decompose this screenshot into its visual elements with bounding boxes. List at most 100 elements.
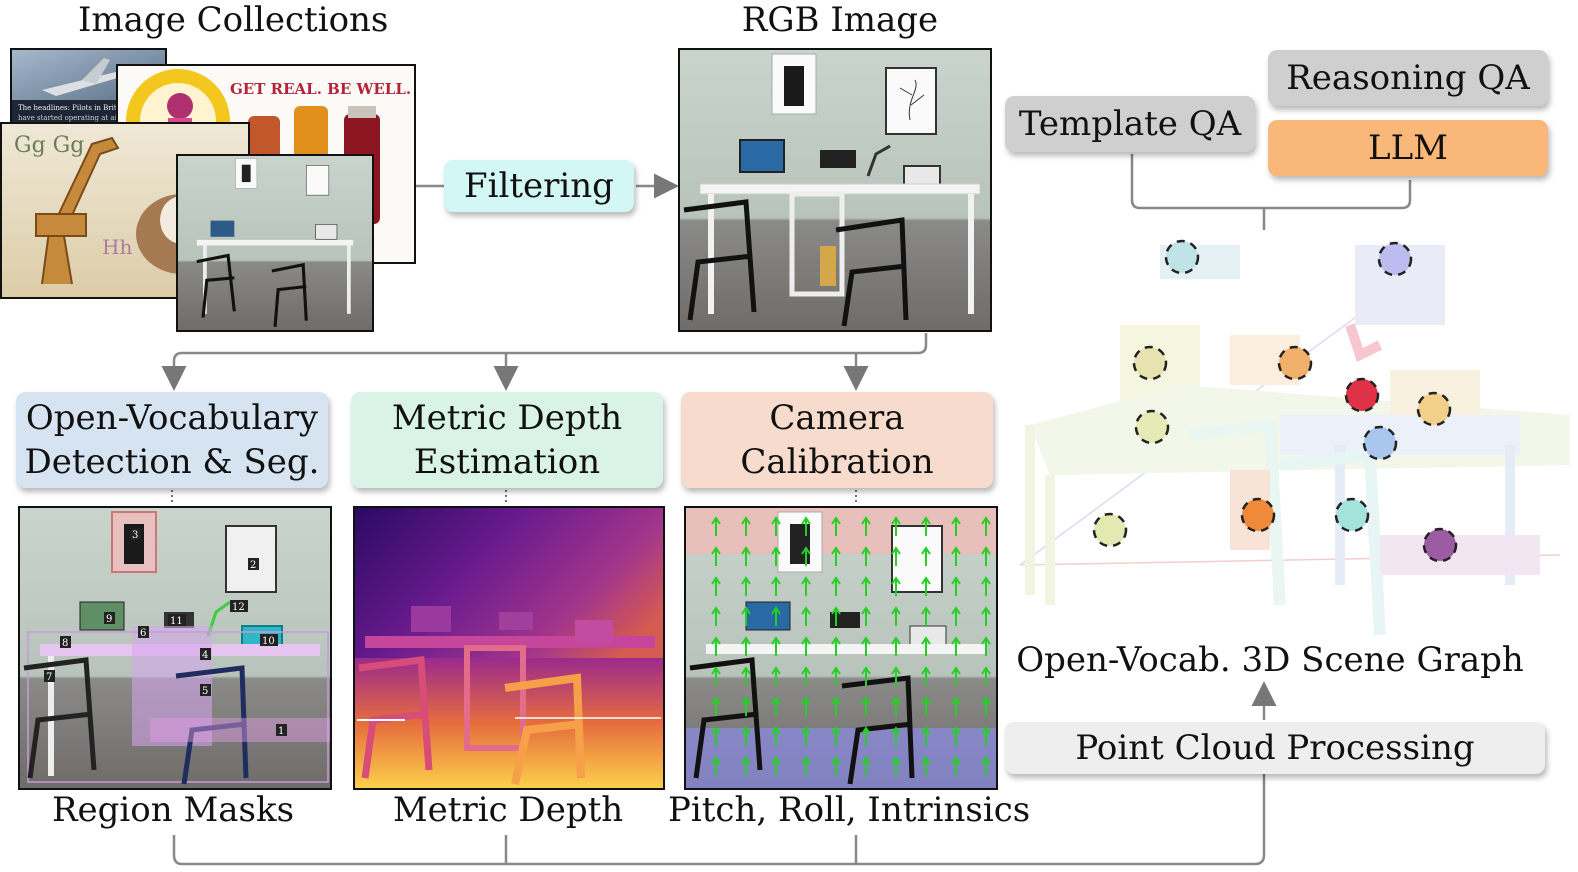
gravity-arrow	[801, 636, 811, 656]
mask-id-label: 10	[260, 634, 278, 647]
gravity-arrow	[801, 606, 811, 626]
gravity-arrow	[921, 516, 931, 536]
gravity-arrow	[771, 516, 781, 536]
mask-id-label: 2	[248, 558, 259, 571]
point-cloud-processing-box: Point Cloud Processing	[1005, 722, 1545, 774]
gravity-arrow	[891, 516, 901, 536]
gravity-arrow	[831, 636, 841, 656]
gravity-arrow	[831, 726, 841, 746]
svg-text:3: 3	[132, 530, 138, 541]
svg-text:5: 5	[202, 686, 208, 697]
gravity-arrow	[891, 576, 901, 596]
gravity-arrow	[981, 636, 991, 656]
depth-line-2: Estimation	[413, 442, 601, 482]
metric-depth-label: Metric Depth	[392, 790, 624, 830]
camera-calibration-image	[684, 506, 998, 790]
gravity-arrow	[981, 726, 991, 746]
gravity-arrow	[951, 606, 961, 626]
gravity-arrow	[801, 516, 811, 536]
mask-id-label: 5	[200, 684, 211, 697]
image-collections-title: Image Collections	[78, 0, 389, 40]
letters-gg: Gg Gg	[14, 133, 84, 158]
gravity-arrow	[741, 696, 751, 716]
gravity-arrow	[711, 726, 721, 746]
region-masks-label: Region Masks	[51, 790, 295, 830]
svg-text:7: 7	[46, 672, 52, 683]
graph-node	[1416, 391, 1452, 427]
gravity-arrow	[891, 666, 901, 686]
graph-node	[1092, 512, 1128, 548]
gravity-arrow	[951, 576, 961, 596]
gravity-arrow	[981, 576, 991, 596]
gravity-arrow	[981, 516, 991, 536]
gravity-arrow	[741, 756, 751, 776]
gravity-arrow	[771, 756, 781, 776]
graph-node	[1132, 345, 1168, 381]
gravity-arrow	[741, 546, 751, 566]
svg-text:8: 8	[62, 638, 68, 649]
gravity-arrow	[771, 636, 781, 656]
reasoning-qa-box: Reasoning QA	[1268, 50, 1548, 106]
gravity-arrow	[831, 756, 841, 776]
camera-line-1: Camera	[769, 398, 905, 438]
gravity-arrow	[861, 576, 871, 596]
gravity-arrow	[711, 666, 721, 686]
news-line-2: have started operating at air	[18, 114, 121, 122]
gravity-arrow	[801, 696, 811, 716]
gravity-arrow	[921, 666, 931, 686]
gravity-arrow	[711, 516, 721, 536]
gravity-arrow	[861, 636, 871, 656]
gravity-arrow	[891, 726, 901, 746]
graph-node	[1344, 377, 1380, 413]
gravity-arrow	[861, 756, 871, 776]
gravity-arrow	[831, 576, 841, 596]
gravity-arrow	[891, 696, 901, 716]
arrow-outputs-to-pcp	[172, 772, 1266, 866]
graph-node	[1134, 409, 1170, 445]
rgb-image	[678, 48, 992, 332]
gravity-arrow	[861, 516, 871, 536]
arrow-rgb-to-branches	[161, 333, 928, 391]
gravity-arrow	[951, 696, 961, 716]
graph-node	[1334, 497, 1370, 533]
gravity-arrow	[921, 576, 931, 596]
desk-lamp	[866, 144, 891, 177]
template-qa-box: Template QA	[1005, 96, 1255, 152]
gravity-arrow	[711, 576, 721, 596]
gravity-arrow	[711, 756, 721, 776]
svg-text:4: 4	[202, 650, 208, 661]
gravity-arrow	[801, 576, 811, 596]
mask-id-label: 11	[168, 614, 186, 627]
gravity-arrow	[891, 636, 901, 656]
svg-text:6: 6	[140, 628, 146, 639]
svg-text:10: 10	[262, 636, 275, 647]
detection-line-1: Open-Vocabulary	[25, 398, 319, 438]
detection-line-2: Detection & Seg.	[24, 442, 320, 482]
news-line-1: The headlines: Pilots in Britain	[18, 104, 128, 112]
gravity-arrow	[711, 696, 721, 716]
gravity-arrow	[741, 666, 751, 686]
mask-id-label: 12	[230, 600, 248, 613]
gravity-arrow	[831, 666, 841, 686]
gravity-arrow	[981, 696, 991, 716]
camera-box: Camera Calibration	[681, 392, 993, 488]
pitch-roll-label: Pitch, Roll, Intrinsics	[668, 790, 1031, 830]
mask-id-label: 3	[130, 528, 141, 541]
poster-person	[784, 66, 804, 106]
gravity-arrow	[711, 546, 721, 566]
detection-box: Open-Vocabulary Detection & Seg.	[16, 392, 328, 488]
mask-id-label: 8	[60, 636, 71, 649]
svg-text:1: 1	[278, 726, 284, 737]
graph-node	[1377, 241, 1413, 277]
scene-graph-label: Open-Vocab. 3D Scene Graph	[1016, 640, 1524, 680]
gravity-arrow	[741, 636, 751, 656]
arrow-graph-to-qa	[1130, 154, 1412, 230]
gravity-arrow	[831, 516, 841, 536]
chair-right	[835, 217, 909, 327]
gravity-arrow	[771, 726, 781, 746]
gravity-arrow	[891, 606, 901, 626]
mask-id-label: 1	[276, 724, 287, 737]
gravity-arrow	[741, 726, 751, 746]
graph-node	[1422, 527, 1458, 563]
